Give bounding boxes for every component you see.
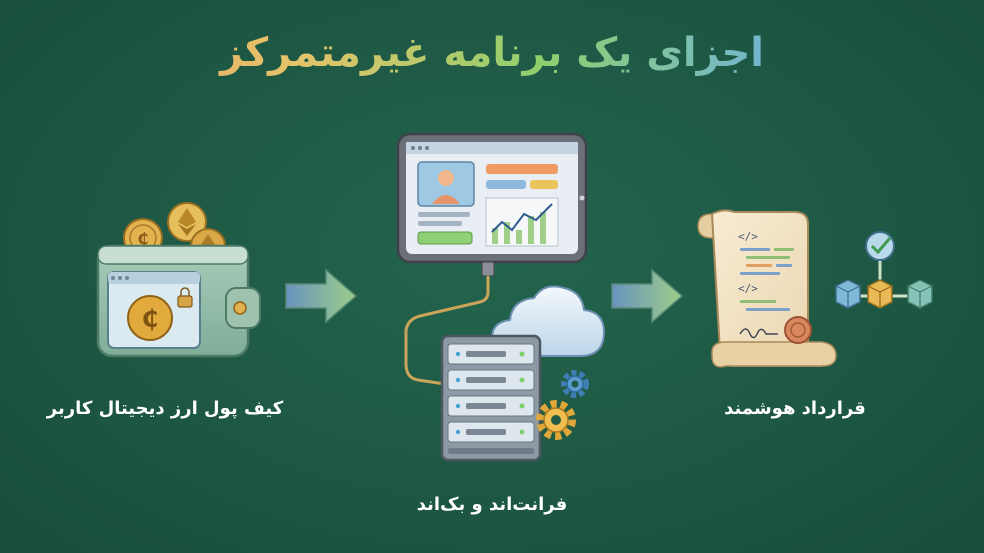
code-tag-open: </> (738, 230, 758, 243)
code-tag-close: </> (738, 282, 758, 295)
contract-scroll-icon: </> </> (697, 209, 837, 368)
arrow-icon (611, 268, 684, 324)
diagram-title: اجزای یک برنامه غیرمتمرکز (0, 30, 984, 76)
ethereum-coin-icon (167, 202, 207, 242)
block-cube-icon (907, 279, 933, 309)
avatar-icon (432, 170, 460, 204)
block-cube-icon (867, 279, 893, 309)
block-cube-icon (835, 279, 861, 309)
wax-seal-icon (784, 316, 812, 344)
smart-contract-label: قرارداد هوشمند (724, 398, 866, 419)
lock-icon (177, 287, 193, 308)
line-chart-icon (485, 197, 559, 247)
server-rack-icon (440, 334, 542, 462)
gear-icon (536, 400, 576, 440)
check-shield-icon (865, 231, 895, 261)
gear-icon (561, 370, 589, 398)
wallet-label: کیف پول ارز دیجیتال کاربر (46, 398, 284, 419)
svg-text:₵: ₵ (137, 229, 148, 248)
svg-text:₵: ₵ (142, 305, 159, 333)
crypto-wallet-icon: ₵ ₵ (96, 202, 261, 358)
arrow-icon (285, 268, 358, 324)
tablet-icon (396, 132, 588, 264)
blockchain-icon (835, 231, 933, 309)
frontend-backend-label: فرانت‌اند و بک‌اند (416, 494, 568, 515)
